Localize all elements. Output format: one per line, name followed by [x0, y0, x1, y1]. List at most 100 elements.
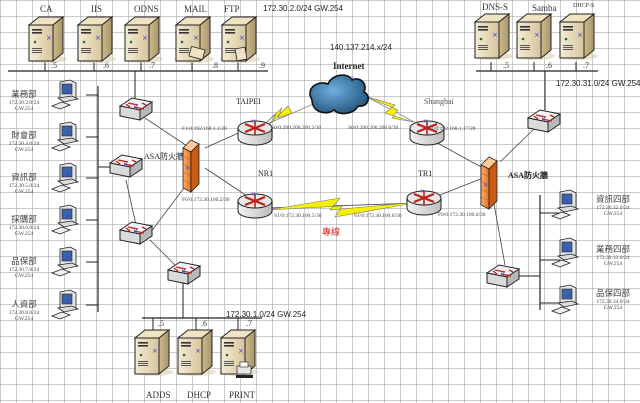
server-dns-s-icon[interactable] [472, 13, 514, 61]
switch-shanghai-dept-icon[interactable] [486, 264, 520, 288]
dept-subnet: 172.30.33.0/24 [596, 254, 630, 261]
serial-link-shanghai-bolt [364, 95, 414, 123]
pc-shanghai-it-icon[interactable] [551, 189, 579, 220]
router-tr1-icon[interactable] [405, 186, 443, 217]
pc-it-icon[interactable] [51, 162, 79, 193]
server-lan-label: 172.30.1.0/24 GW.254 [226, 310, 307, 319]
dept-gw: GW.254 [603, 305, 623, 312]
dept-gw: GW.254 [603, 211, 623, 218]
server-dhcp-s-icon[interactable] [557, 13, 599, 61]
dept-gw: GW.254 [603, 261, 623, 268]
server-ca-ip: .5 [51, 61, 57, 70]
internet-label: Internet [333, 61, 365, 71]
pc-shanghai-sales-icon[interactable] [551, 237, 579, 268]
svg-text:×: × [335, 94, 340, 101]
dept-subnet: 172.30.34.0/24 [596, 298, 630, 305]
firewall-taipei-icon[interactable] [182, 139, 200, 193]
taipei-f1-iface: F1/0:192.168.1.1/28 [182, 126, 227, 132]
server-ftp-ip: .9 [259, 61, 265, 70]
server-odns-icon[interactable] [122, 16, 164, 64]
server-dhcp-icon[interactable] [175, 329, 217, 377]
dept-purchasing: 採購部 172.30.6.0/24 GW.254 [2, 214, 46, 238]
internet-subnet-label: 140.137.214.x/24 [330, 43, 392, 52]
switch-dept-icon[interactable] [109, 154, 143, 178]
server-iis-label: IIS [91, 4, 102, 14]
dept-name: 品保四部 [595, 288, 630, 298]
dept-name: 財會部 [11, 130, 37, 140]
pc-qa-icon[interactable] [51, 246, 79, 277]
dept-subnet: 172.30.32.0/24 [596, 204, 630, 211]
pc-shanghai-qa-icon[interactable] [551, 284, 579, 315]
shanghai-f1-iface: F1/0:192.168.1.17/28 [428, 126, 476, 132]
server-adds-label: ADDS [146, 390, 171, 400]
server-mail-label: MAIL [184, 4, 207, 14]
server-dns-s-label: DNS-S [482, 2, 509, 12]
dept-name: 資訊部 [11, 172, 37, 182]
dept-gw: GW.254 [14, 231, 34, 238]
dept-subnet: 172.30.3.0/24 [8, 99, 40, 106]
dept-name: 品保部 [11, 256, 37, 266]
pc-sales-icon[interactable] [51, 79, 79, 110]
firewall-shanghai-label: ASA防火牆 [508, 171, 549, 180]
internet-cloud-icon[interactable]: × × × [309, 74, 370, 115]
dept-qa: 品保部 172.30.7.0/24 GW.254 [2, 256, 46, 280]
svg-text:×: × [350, 75, 355, 82]
pc-finance-icon[interactable] [51, 121, 79, 152]
switch-core-icon[interactable] [119, 221, 153, 245]
tr1-s1-iface: S1/0:172.30.100.6/30 [354, 213, 402, 219]
nr1-f0-iface: F0/0:172.30.100.2/30 [182, 197, 230, 203]
dept-name: 採購部 [11, 214, 37, 224]
server-iis-icon[interactable] [75, 16, 117, 64]
dept-shanghai-it: 資訊四部 172.30.32.0/24 GW.254 [590, 194, 636, 218]
server-dhcp-ip: .6 [201, 319, 207, 328]
dept-name: 業務部 [11, 89, 37, 99]
server-adds-ip: .5 [158, 319, 164, 328]
firewall-taipei-label: ASA防火牆 [144, 152, 185, 161]
dept-subnet: 172.30.5.0/24 [8, 182, 40, 189]
switch-shanghai-server-icon[interactable] [527, 109, 561, 133]
dept-shanghai-sales: 業務四部 172.30.33.0/24 GW.254 [590, 244, 636, 268]
links [125, 117, 536, 266]
router-nr1-label: NR1 [258, 169, 274, 178]
dept-subnet: 172.30.6.0/24 [8, 224, 40, 231]
dept-gw: GW.254 [14, 273, 34, 280]
server-print-label: PRINT [229, 390, 256, 400]
dept-gw: GW.254 [14, 316, 34, 323]
server-adds-icon[interactable] [132, 329, 174, 377]
server-dhcp-s-ip: .7 [583, 61, 589, 70]
server-samba-ip: .6 [546, 61, 552, 70]
server-ca-label: CA [40, 4, 53, 14]
server-samba-label: Samba [532, 3, 557, 13]
switch-dmz-icon[interactable] [119, 97, 153, 121]
pc-purchasing-icon[interactable] [51, 204, 79, 235]
server-print-ip: .7 [246, 319, 252, 328]
svg-text:×: × [318, 99, 323, 106]
dmz-network-label: 172.30.2.0/24 GW.254 [263, 4, 344, 13]
server-dns-s-ip: .5 [503, 61, 509, 70]
server-odns-label: ODNS [134, 4, 159, 14]
server-mail-ip: .8 [212, 61, 218, 70]
dept-gw: GW.254 [14, 147, 34, 154]
shanghai-lan-label: 172.30.31.0/24 GW.254 [556, 79, 640, 88]
firewall-shanghai-icon[interactable] [480, 156, 498, 210]
switch-server-icon[interactable] [167, 261, 201, 285]
dept-finance: 財會部 172.30.4.0/24 GW.254 [2, 130, 46, 154]
dept-hr: 人資部 172.30.8.0/24 GW.254 [2, 299, 46, 323]
dept-shanghai-qa: 品保四部 172.30.34.0/24 GW.254 [590, 288, 636, 312]
router-taipei-label: TAIPEI [236, 97, 261, 106]
server-dhcp-s-label: DHCP-S [573, 3, 595, 9]
taipei-s0-iface: S0/0:200.200.200.2/30 [271, 125, 322, 131]
dept-name: 業務四部 [595, 244, 630, 254]
nr1-s1-iface: S1/0:172.30.100.5/30 [274, 213, 322, 219]
server-dhcp-label: DHCP [187, 390, 212, 400]
dept-name: 人資部 [11, 299, 37, 309]
dept-subnet: 172.30.4.0/24 [8, 140, 40, 147]
router-shanghai-label: Shanghai [424, 97, 454, 106]
server-ca-icon[interactable] [26, 16, 68, 64]
pc-hr-icon[interactable] [51, 289, 79, 320]
router-nr1-icon[interactable] [236, 189, 274, 220]
server-samba-icon[interactable] [514, 13, 556, 61]
leased-line-label: 專線 [322, 227, 341, 237]
